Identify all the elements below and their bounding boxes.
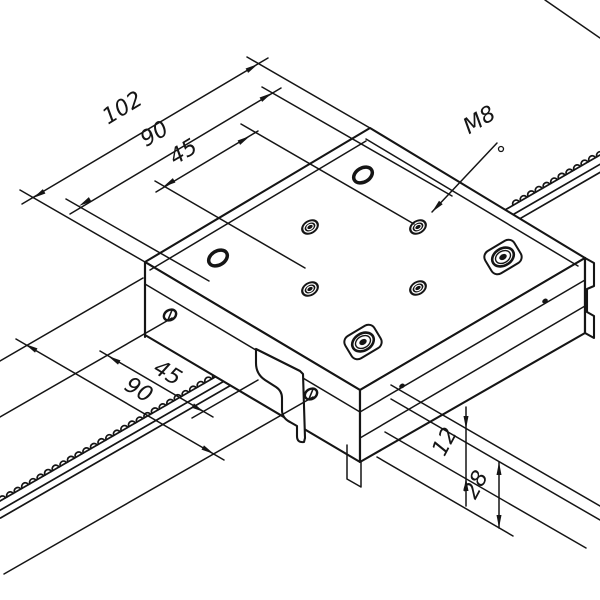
right-end-strip — [583, 256, 596, 340]
dimension-label-45-top: 45 — [165, 135, 202, 171]
extension-lines-bottom-left — [0, 277, 314, 575]
dimension-line-90-bl — [15, 338, 225, 461]
chamfer-edges — [149, 138, 579, 271]
threaded-hole-m8-4 — [409, 280, 427, 296]
threaded-hole-m8-1 — [301, 219, 319, 235]
plate-underside-edge — [144, 283, 361, 413]
socket-screw-bottom — [343, 323, 383, 361]
extension-lines-top — [19, 56, 453, 282]
m8-leader-line — [431, 142, 498, 213]
dimension-label-102: 102 — [98, 87, 147, 130]
carriage-body — [143, 126, 596, 488]
side-face-slot-lines — [359, 279, 586, 439]
bottom-corner-tab — [346, 444, 362, 488]
dimension-arrowheads — [25, 64, 502, 528]
dimension-line-102 — [21, 57, 269, 205]
dimension-lines — [0, 0, 600, 575]
thread-callout-label-m8: M8 — [459, 101, 500, 139]
vertical-corner-edges — [143, 256, 587, 464]
socket-screw-right — [483, 238, 523, 276]
side-hole-dot-2 — [542, 298, 548, 304]
locating-hole-top — [351, 165, 375, 185]
locating-hole-left — [206, 248, 230, 268]
belt-clamp-arm — [254, 347, 307, 444]
clamp-screw-left — [162, 308, 178, 322]
cropped-line-top-right — [544, 0, 600, 39]
dimension-line-90-top — [69, 87, 282, 215]
m8-leader-node — [497, 145, 505, 153]
clamp-screw-right — [303, 387, 319, 401]
side-hole-dot-1 — [399, 383, 405, 389]
threaded-hole-m8-3 — [301, 281, 319, 297]
dimension-label-28: 28 — [459, 467, 494, 503]
dimension-label-12: 12 — [428, 424, 463, 460]
holes-and-screws — [162, 165, 548, 401]
extension-lines-bottom-right — [376, 384, 600, 549]
